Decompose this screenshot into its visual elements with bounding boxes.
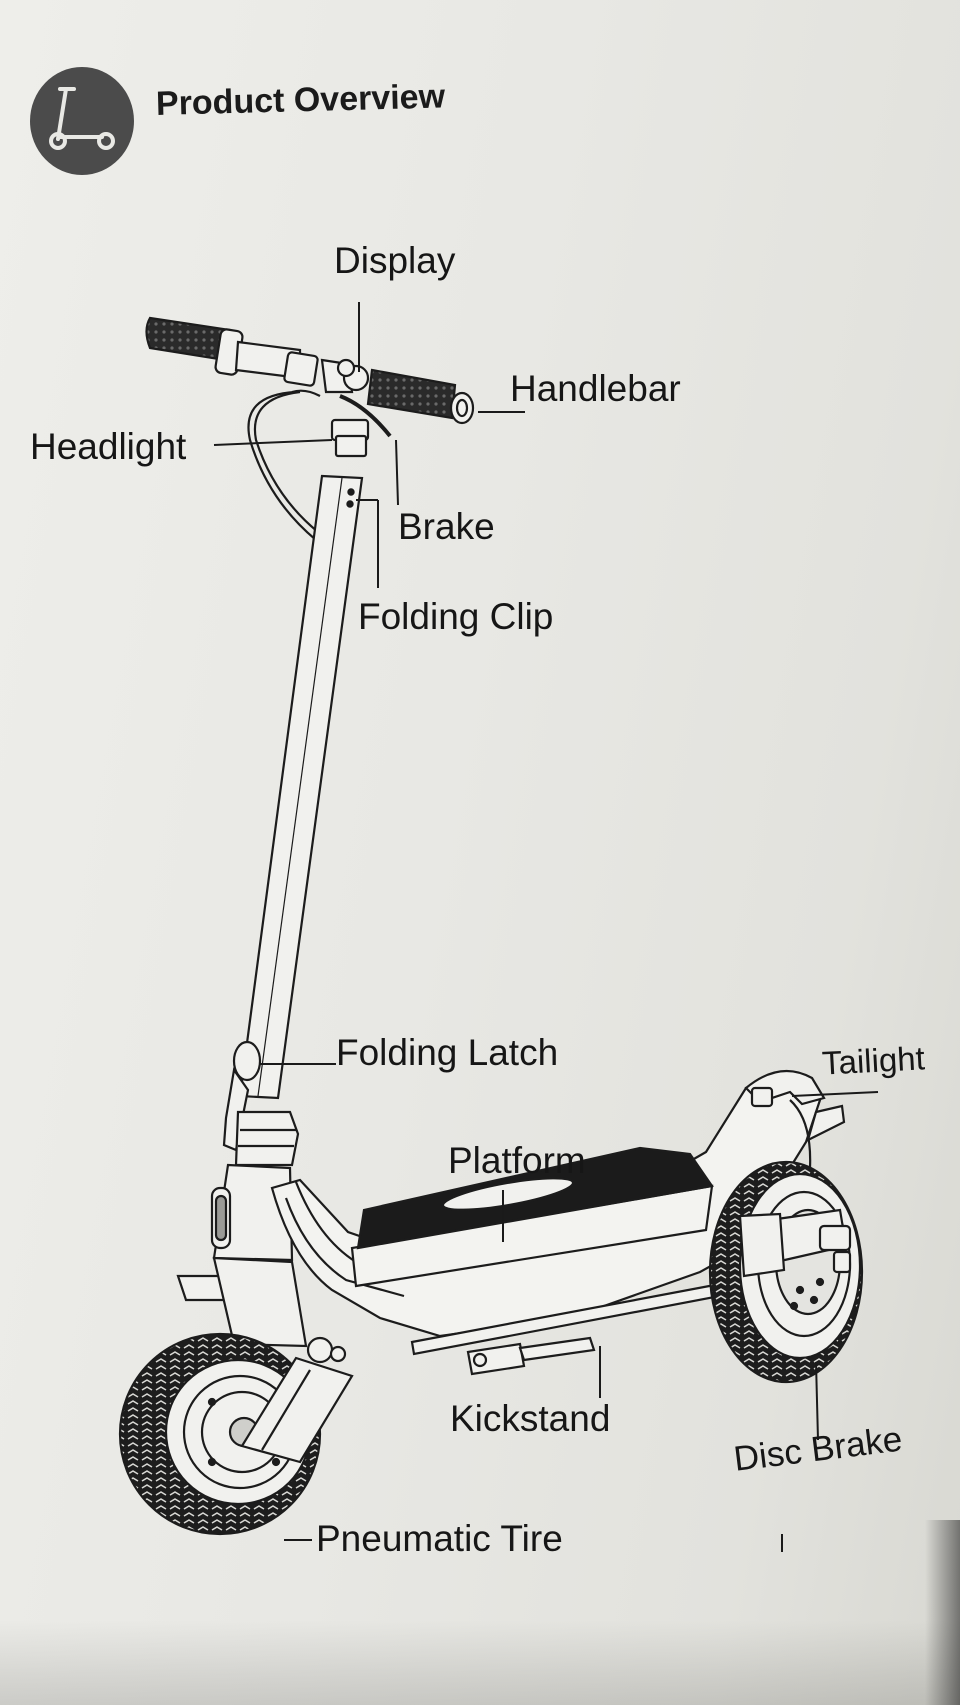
stem <box>238 434 368 1100</box>
kickstand-part <box>466 1336 596 1376</box>
label-headlight: Headlight <box>30 426 187 467</box>
handlebar-assembly <box>145 316 475 442</box>
label-kickstand: Kickstand <box>450 1398 611 1439</box>
label-platform: Platform <box>448 1140 586 1181</box>
bottom-shadow <box>0 1620 960 1705</box>
page-edge-shadow <box>925 1520 960 1705</box>
label-folding-clip: Folding Clip <box>358 596 554 637</box>
front-fork-and-wheel <box>118 1256 354 1536</box>
label-brake: Brake <box>398 506 495 547</box>
headlight-cable <box>247 390 319 541</box>
folding-latch-mechanism <box>210 1040 300 1262</box>
label-display: Display <box>334 240 456 281</box>
leader-lines <box>213 302 879 1552</box>
label-handlebar: Handlebar <box>510 368 681 409</box>
section-header: Product Overview <box>30 65 630 175</box>
label-folding-latch: Folding Latch <box>336 1032 559 1073</box>
label-pneumatic-tire: Pneumatic Tire <box>316 1518 563 1559</box>
deck-platform <box>270 1076 822 1356</box>
label-tailight: Tailight <box>821 1039 926 1082</box>
rear-wheel-and-disc-brake <box>708 1160 864 1384</box>
scooter-icon <box>30 67 134 175</box>
